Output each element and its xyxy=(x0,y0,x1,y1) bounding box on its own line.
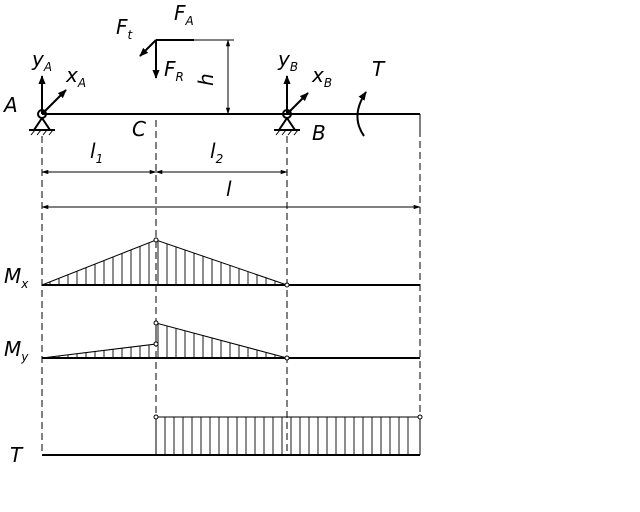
force-ft-arrow xyxy=(139,39,157,57)
label-t-diagram: T xyxy=(10,443,24,467)
mx-diagram-hatching xyxy=(49,240,276,285)
label-yb: yB xyxy=(277,47,298,74)
label-l1: l1 xyxy=(90,139,103,166)
t-diagram-hatching xyxy=(164,417,409,455)
mx-b-point xyxy=(284,282,290,288)
t-right-point xyxy=(417,414,423,420)
mx-diagram-outline xyxy=(41,239,288,286)
label-my: My xyxy=(4,337,29,364)
reaction-xb-arrow xyxy=(286,92,309,115)
my-left-point xyxy=(153,341,159,347)
label-l2: l2 xyxy=(210,139,223,166)
label-torque: T xyxy=(372,57,386,81)
label-mx: Mx xyxy=(4,264,29,291)
label-ft: Ft xyxy=(116,15,134,42)
t-diagram-outline xyxy=(155,416,421,455)
torque-arc-arrow xyxy=(356,91,367,137)
support-a xyxy=(29,109,55,136)
my-b-point xyxy=(284,355,290,361)
support-b xyxy=(274,109,300,136)
label-fr: FR xyxy=(164,57,184,84)
label-b: B xyxy=(312,121,326,145)
t-left-point xyxy=(153,414,159,420)
my-jump-point xyxy=(153,320,159,326)
label-fa: FA xyxy=(174,1,194,28)
label-l: l xyxy=(226,177,232,201)
my-diagram-outline xyxy=(41,322,288,359)
label-a: A xyxy=(2,93,18,117)
label-ya: yA xyxy=(31,47,52,74)
label-xb: xB xyxy=(311,63,332,90)
reaction-xa-arrow xyxy=(41,89,67,115)
label-h: h xyxy=(194,73,218,86)
label-xa: xA xyxy=(65,63,86,90)
label-c: C xyxy=(132,117,146,141)
mx-peak-point xyxy=(153,237,159,243)
